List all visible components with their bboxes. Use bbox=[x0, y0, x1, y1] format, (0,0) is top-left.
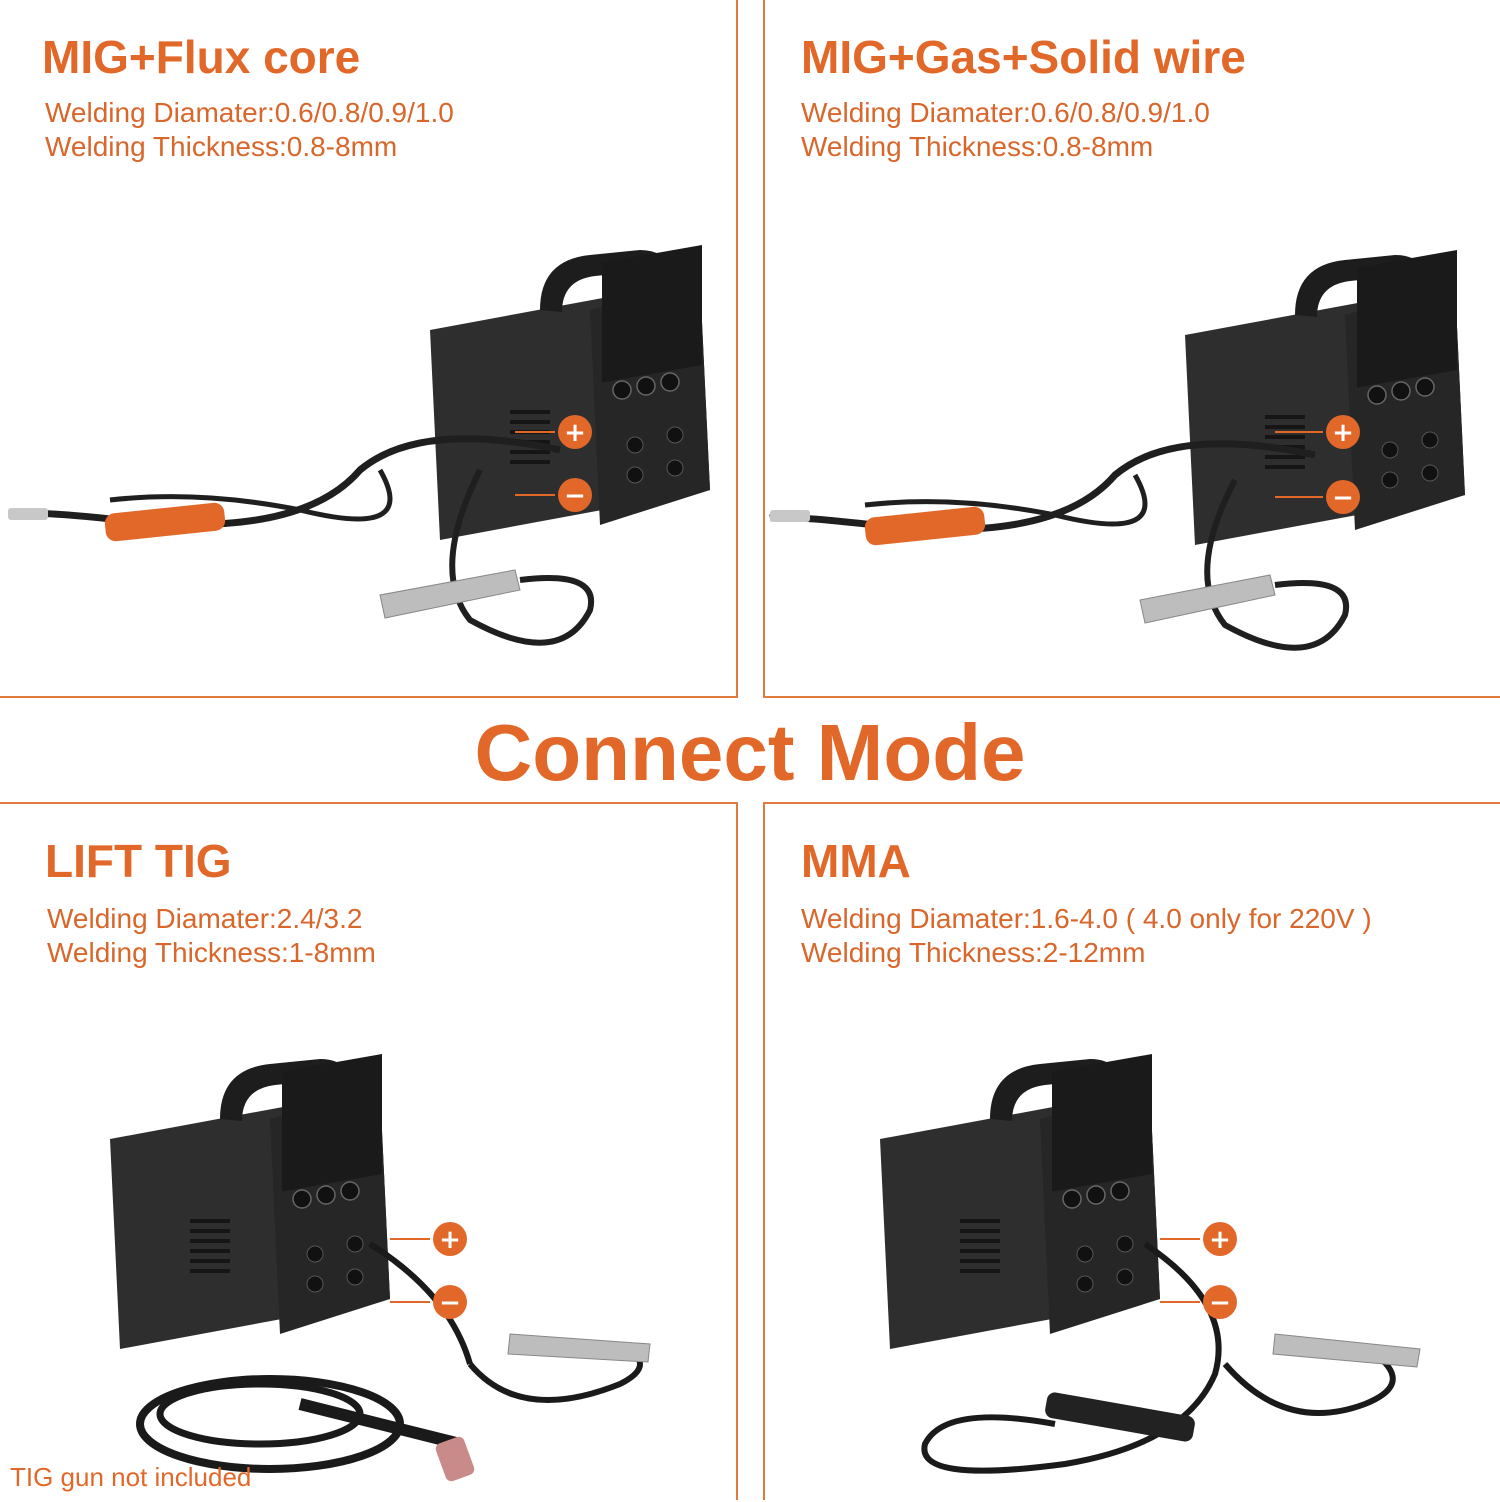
welding-thickness: Welding Thickness:0.8-8mm bbox=[801, 131, 1154, 162]
tig-gun-note: TIG gun not included bbox=[10, 1462, 252, 1492]
welder-machine-illustration: + − bbox=[879, 1053, 1421, 1474]
negative-terminal-badge: − bbox=[564, 481, 586, 511]
panel-mig-flux-core: MIG+Flux core Welding Diamater:0.6/0.8/0… bbox=[0, 0, 738, 698]
panel-lift-tig: LIFT TIG Welding Diamater:2.4/3.2 Weldin… bbox=[0, 802, 738, 1500]
welder-machine-illustration: + − bbox=[109, 1053, 651, 1482]
panel-title: LIFT TIG bbox=[45, 835, 232, 887]
positive-terminal-badge: + bbox=[1209, 1225, 1231, 1255]
positive-terminal-badge: + bbox=[439, 1225, 461, 1255]
connect-mode-title: Connect Mode bbox=[474, 708, 1026, 797]
negative-terminal-badge: − bbox=[1209, 1288, 1231, 1318]
panel-mig-gas-solid-wire: MIG+Gas+Solid wire Welding Diamater:0.6/… bbox=[763, 0, 1500, 698]
welder-machine-illustration: + − bbox=[8, 244, 711, 646]
panel-title: MIG+Flux core bbox=[42, 31, 361, 83]
welding-diameter: Welding Diamater:0.6/0.8/0.9/1.0 bbox=[45, 97, 454, 128]
welding-diameter: Welding Diamater:0.6/0.8/0.9/1.0 bbox=[801, 97, 1210, 128]
negative-terminal-badge: − bbox=[439, 1288, 461, 1318]
welding-diameter: Welding Diamater:1.6-4.0 ( 4.0 only for … bbox=[801, 903, 1372, 934]
positive-terminal-badge: + bbox=[564, 418, 586, 448]
welder-machine-illustration: + − bbox=[769, 249, 1466, 651]
welding-thickness: Welding Thickness:1-8mm bbox=[47, 937, 376, 968]
welding-diameter: Welding Diamater:2.4/3.2 bbox=[47, 903, 363, 934]
panel-mma: MMA Welding Diamater:1.6-4.0 ( 4.0 only … bbox=[763, 802, 1500, 1500]
panel-title: MIG+Gas+Solid wire bbox=[801, 31, 1246, 83]
panel-title: MMA bbox=[801, 835, 911, 887]
welding-thickness: Welding Thickness:2-12mm bbox=[801, 937, 1146, 968]
negative-terminal-badge: − bbox=[1332, 483, 1354, 513]
positive-terminal-badge: + bbox=[1332, 418, 1354, 448]
welding-thickness: Welding Thickness:0.8-8mm bbox=[45, 131, 398, 162]
